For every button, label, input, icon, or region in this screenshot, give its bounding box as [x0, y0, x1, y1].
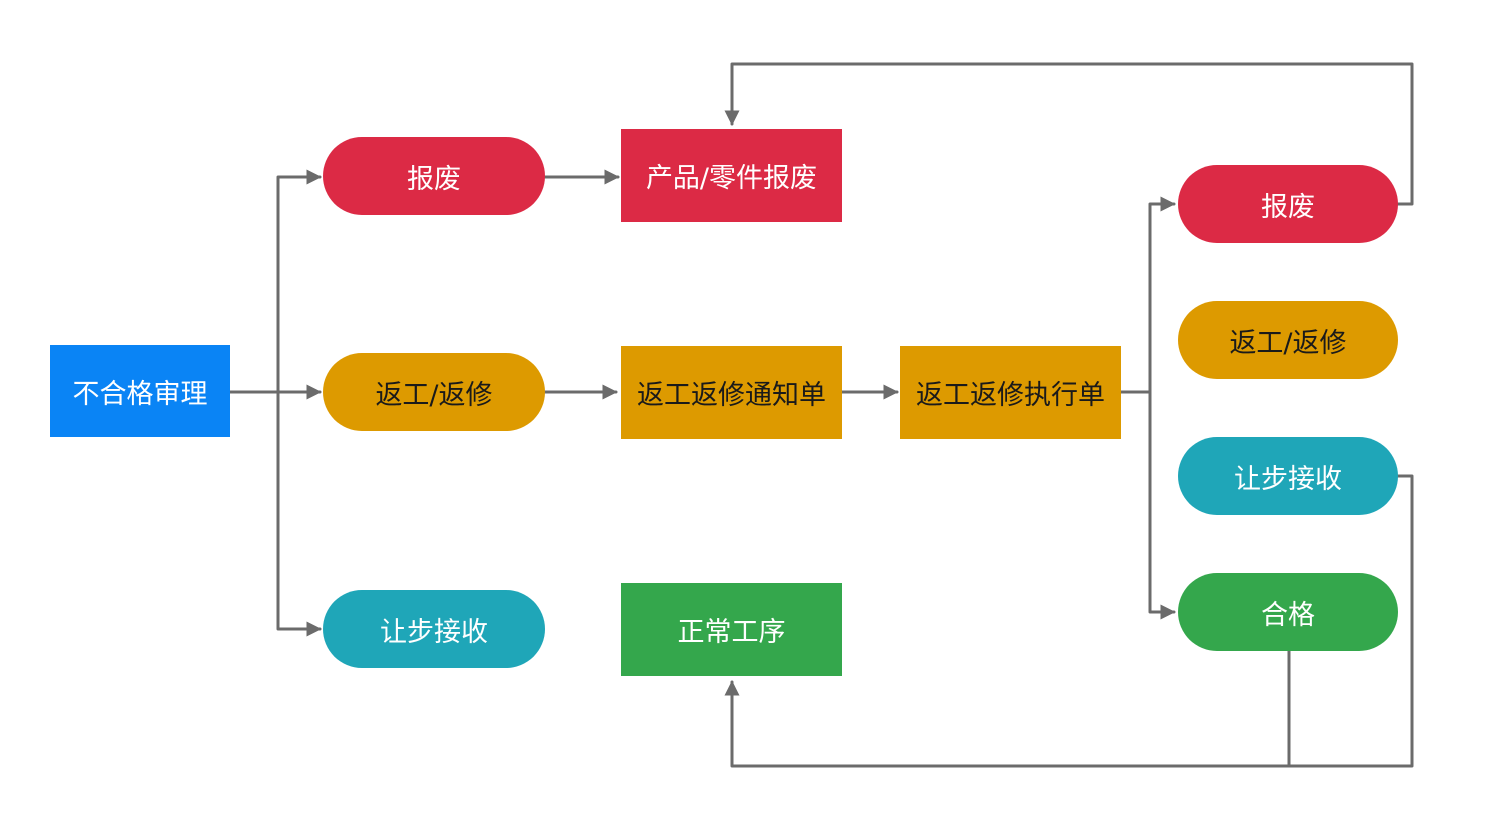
result-scrap-label: 报废 [1261, 191, 1315, 223]
part-scrap-node: 产品/零件报废 [621, 129, 842, 222]
result-scrap-node: 报废 [1178, 165, 1398, 243]
normal-process-label: 正常工序 [677, 617, 786, 648]
rework-label: 返工/返修 [375, 379, 493, 411]
rework-notice-node: 返工返修通知单 [621, 346, 842, 439]
connector-result-pass-to-normal-process [724, 648, 1291, 768]
concession-node: 让步接收 [323, 590, 545, 668]
rework-notice-label: 返工返修通知单 [637, 380, 826, 411]
connector-exec-to-result-pass [1148, 390, 1176, 620]
connector-review-to-scrap [276, 169, 322, 394]
connector-review-to-concession [276, 390, 322, 637]
rework-exec-label: 返工返修执行单 [916, 380, 1105, 411]
review-label: 不合格审理 [72, 378, 208, 410]
concession-label: 让步接收 [380, 616, 488, 648]
review-node: 不合格审理 [50, 345, 230, 437]
connector-exec-to-result-scrap [1148, 196, 1176, 394]
normal-process-node: 正常工序 [621, 583, 842, 676]
result-pass-node: 合格 [1178, 573, 1398, 651]
result-pass-label: 合格 [1261, 599, 1315, 631]
result-concession-label: 让步接收 [1234, 463, 1342, 495]
scrap-label: 报废 [407, 163, 461, 195]
result-rework-label: 返工/返修 [1229, 327, 1347, 359]
result-rework-node: 返工/返修 [1178, 301, 1398, 379]
connector-result-scrap-to-part-scrap [724, 62, 1414, 206]
connector-result-concession-loop [1287, 474, 1414, 768]
result-concession-node: 让步接收 [1178, 437, 1398, 515]
scrap-node: 报废 [323, 137, 545, 215]
rework-exec-node: 返工返修执行单 [900, 346, 1121, 439]
part-scrap-label: 产品/零件报废 [645, 163, 818, 194]
rework-node: 返工/返修 [323, 353, 545, 431]
